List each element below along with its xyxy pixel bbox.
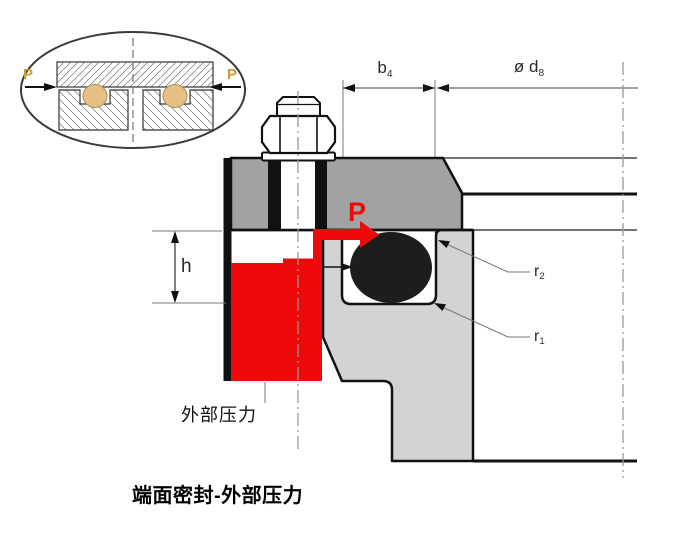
bolt [260,96,337,162]
inset-pressure-arrow-right [209,83,241,91]
dim-label-b4: b4 [377,58,393,80]
upper-flange-body [229,156,464,232]
inset-right-block [142,89,214,131]
inset-top-plate [56,61,214,88]
dim-label-d8: ø d8 [513,57,545,79]
dim-d8 [437,84,638,92]
inset-left-block [58,89,129,131]
inset-schematic [20,31,246,149]
inset-pressure-label-right: P [226,66,238,83]
inset-pressure-label-left: P [22,66,34,83]
dim-h [152,230,226,304]
leader-r2 [438,240,530,273]
inset-pressure-arrow-left [25,83,57,91]
pressure-fluid [231,237,322,381]
figure-caption: 端面密封-外部压力 [132,485,304,507]
dim-b4 [343,84,435,92]
upper-flange-left-edge [223,158,232,381]
inset-oring-right [162,84,188,108]
pressure-region [231,221,379,381]
bolt-hole-wall-left [268,159,281,230]
dim-label-h: h [181,256,192,277]
pressure-symbol: P [347,197,367,227]
bolt-hole-wall-right [315,159,327,230]
dim-label-r1: r1 [534,328,545,348]
pressure-arrow [313,221,379,248]
oring-pressure-arrow [323,263,353,271]
inset-oring-left [82,84,108,108]
external-pressure-label: 外部压力 [181,405,257,425]
dim-label-r2: r2 [534,263,545,283]
leader-r1 [434,303,530,338]
lower-flange [321,228,475,463]
o-ring [350,232,432,303]
